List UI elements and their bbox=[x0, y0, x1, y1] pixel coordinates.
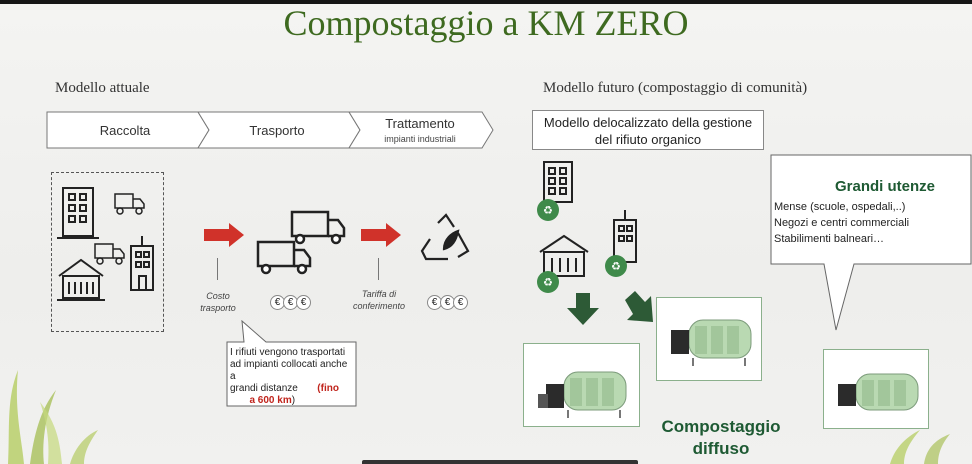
town-hall-icon bbox=[539, 234, 589, 253]
callout-text: I rifiuti vengono trasportati ad impiant… bbox=[230, 347, 348, 406]
collection-area-box bbox=[51, 172, 164, 332]
grass-decoration-left bbox=[8, 370, 98, 464]
red-arrow-icon bbox=[361, 223, 401, 247]
euro-coins-icon: €€€ bbox=[427, 292, 468, 310]
truck-icon bbox=[114, 193, 145, 215]
svg-text:♻: ♻ bbox=[543, 276, 553, 289]
truck-icon bbox=[94, 243, 125, 265]
cost-tick bbox=[217, 258, 218, 280]
town-hall-icon bbox=[57, 258, 105, 301]
green-arrow-down-icon bbox=[567, 293, 599, 325]
slide-title: Compostaggio a KM ZERO bbox=[283, 3, 689, 43]
large-users-list: Mense (scuole, ospedali,..) Negozi e cen… bbox=[774, 199, 970, 247]
step-trattamento: Trattamento bbox=[385, 116, 455, 131]
step-trasporto: Trasporto bbox=[249, 123, 305, 138]
recycle-icon bbox=[420, 213, 470, 261]
cost-tick bbox=[378, 258, 379, 280]
callout-shape bbox=[226, 320, 357, 407]
svg-text:♻: ♻ bbox=[611, 260, 621, 273]
process-chevrons bbox=[46, 111, 494, 149]
list-item: Stabilimenti balneari… bbox=[774, 233, 885, 245]
green-arrow-diagonal-icon bbox=[625, 291, 653, 322]
office-building-icon bbox=[543, 161, 573, 203]
tower-building-icon bbox=[130, 236, 154, 291]
compost-badge-icon: ♻ ♻ ♻ bbox=[537, 199, 627, 293]
large-users-title: Grandi utenze bbox=[834, 178, 935, 195]
current-model-heading: Modello attuale bbox=[55, 80, 150, 96]
trucks-icon bbox=[256, 210, 346, 275]
buildings-trucks-icons bbox=[57, 187, 154, 301]
list-item: Negozi e centri commerciali bbox=[774, 217, 910, 229]
svg-text:♻: ♻ bbox=[543, 204, 553, 217]
large-users-bubble bbox=[770, 154, 972, 331]
office-building-icon bbox=[57, 187, 99, 239]
future-model-heading: Modello futuro (compostaggio di comunità… bbox=[543, 80, 808, 96]
composter-image bbox=[656, 297, 762, 381]
presentation-control-bar bbox=[362, 460, 638, 464]
red-arrow-icon bbox=[204, 223, 244, 247]
step-raccolta: Raccolta bbox=[99, 123, 151, 138]
step-trattamento-sub: impianti industriali bbox=[384, 134, 456, 144]
composter-image bbox=[523, 343, 640, 427]
list-item: Mense (scuole, ospedali,..) bbox=[774, 201, 906, 213]
euro-coins-icon: €€€ bbox=[270, 292, 311, 310]
top-bar bbox=[0, 0, 972, 4]
grass-decoration-right bbox=[890, 430, 950, 464]
composter-image bbox=[823, 349, 929, 429]
community-buildings-icons: ♻ ♻ ♻ bbox=[537, 161, 637, 293]
